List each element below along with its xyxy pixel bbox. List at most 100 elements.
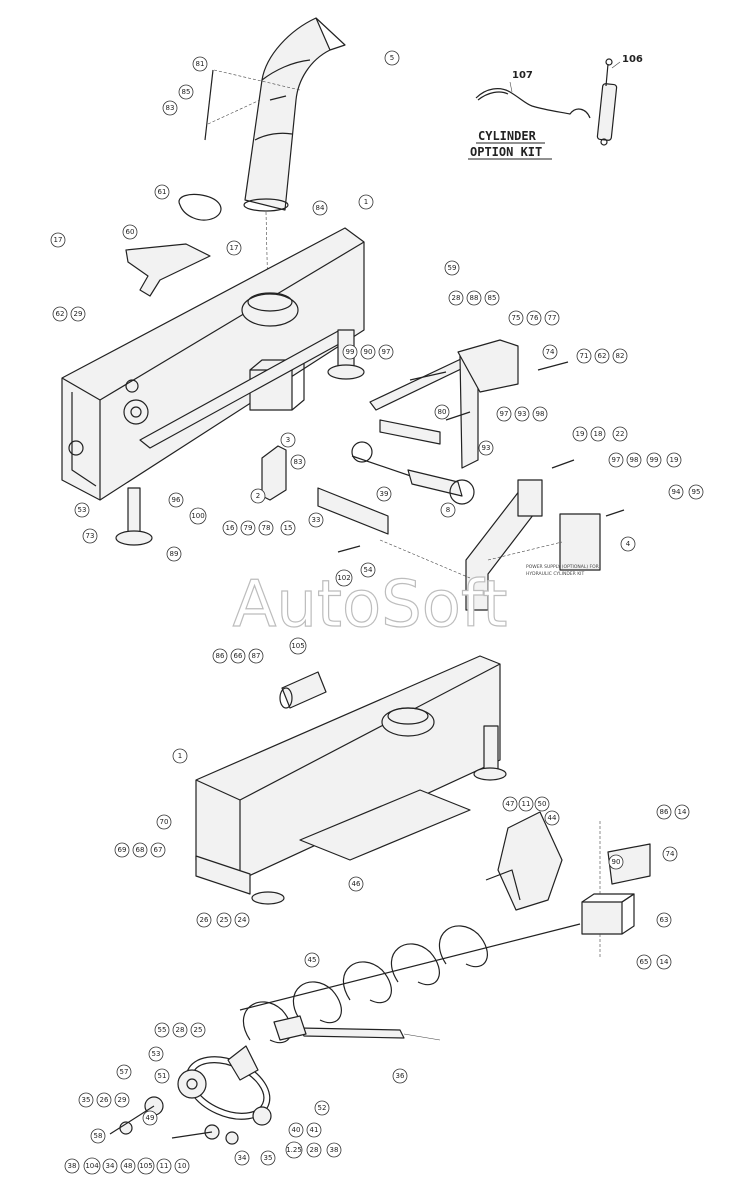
callout-label: 39 [380, 490, 389, 498]
callout-circle [440, 502, 456, 518]
callout-label: 86 [216, 652, 225, 660]
callout-29b: 29 [114, 1092, 130, 1108]
callout-circle [358, 194, 374, 210]
callout-16: 16 [222, 520, 238, 536]
callout-circle [508, 310, 524, 326]
callout-circle [662, 846, 678, 862]
callout-label: 41 [310, 1126, 319, 1134]
callout-label: 18 [594, 430, 603, 438]
callout-label: 66 [234, 652, 243, 660]
callout-label: 71 [580, 352, 589, 360]
callout-39: 39 [376, 486, 392, 502]
callout-label: 29 [74, 310, 83, 318]
callout-circle [74, 502, 90, 518]
callout-circle [280, 520, 296, 536]
callout-label: 55 [158, 1026, 167, 1034]
callout-circle [314, 1100, 330, 1116]
callout-78: 78 [258, 520, 274, 536]
callout-label: 93 [518, 410, 527, 418]
bearing-flange [273, 1015, 307, 1041]
callout-74b: 74 [662, 846, 678, 862]
callout-label: 73 [86, 532, 95, 540]
lower-arm [317, 487, 389, 535]
callout-1a: 1 [358, 194, 374, 210]
callout-61: 61 [154, 184, 170, 200]
callout-label: 17 [230, 244, 239, 252]
callout-label: 54 [364, 566, 373, 574]
callout-circle [142, 1110, 158, 1126]
callout-label: 4 [626, 540, 631, 548]
callout-circle [114, 842, 130, 858]
lower-jack [483, 725, 499, 773]
callout-label: 49 [146, 1114, 155, 1122]
callout-label: 60 [126, 228, 135, 236]
u-joint-lower [449, 479, 475, 505]
lower-auger-assembly [109, 655, 651, 1145]
callout-3: 3 [280, 432, 296, 448]
callout-label: 87 [252, 652, 261, 660]
callout-65: 65 [636, 954, 652, 970]
callout-circle [434, 404, 450, 420]
callout-62b: 62 [594, 348, 610, 364]
callout-label: 57 [120, 1068, 129, 1076]
callout-38a: 38 [64, 1158, 80, 1174]
callout-label: 94 [672, 488, 681, 496]
callout-circle [526, 310, 542, 326]
callout-label: 26 [100, 1096, 109, 1104]
callout-105b: 105 [137, 1157, 155, 1175]
callout-label: 46 [352, 880, 361, 888]
callout-83a: 83 [162, 100, 178, 116]
callout-circle [212, 648, 228, 664]
callout-circle [288, 1122, 304, 1138]
callout-14a: 14 [674, 804, 690, 820]
callout-circle [384, 50, 400, 66]
callout-74a: 74 [542, 344, 558, 360]
callout-circle [168, 492, 184, 508]
callout-circle [514, 406, 530, 422]
callout-97a: 97 [378, 344, 394, 360]
callout-38b: 38 [326, 1142, 342, 1158]
callout-label: 81 [196, 60, 205, 68]
callout-circle [174, 1158, 190, 1174]
belt-tensioner [227, 1045, 259, 1081]
callout-circle [626, 452, 642, 468]
callout-circle [150, 842, 166, 858]
auger-gearbox [581, 901, 623, 935]
callout-circle [636, 954, 652, 970]
callout-label: 25 [194, 1026, 203, 1034]
callout-circle [594, 348, 610, 364]
callout-circle [50, 232, 66, 248]
gearbox-shield [607, 843, 651, 885]
callout-circle [304, 952, 320, 968]
callout-circle [248, 648, 264, 664]
callout-circle [78, 1092, 94, 1108]
callout-label: 96 [172, 496, 181, 504]
callout-10: 10 [174, 1158, 190, 1174]
callout-label: 104 [85, 1162, 99, 1170]
u-joint-upper [351, 441, 373, 463]
callout-28a: 28 [448, 290, 464, 306]
auger-flight-4 [391, 943, 440, 986]
callout-circle [120, 1158, 136, 1174]
callout-125: 1.25 [285, 1141, 303, 1159]
callout-circle [656, 804, 672, 820]
callout-label: 24 [238, 916, 247, 924]
callout-circle [544, 310, 560, 326]
callout-circle [156, 1158, 172, 1174]
callout-label: 68 [136, 846, 145, 854]
callout-label: 47 [506, 800, 515, 808]
drive-hub [123, 399, 149, 425]
callout-label: 61 [158, 188, 167, 196]
skid-shoe [261, 445, 287, 501]
hydraulic-hose [475, 88, 591, 119]
callout-circle [478, 440, 494, 456]
power-supply-note-2: HYDRAULIC CYLINDER KIT [526, 571, 584, 577]
callout-circle [335, 569, 353, 587]
callout-49: 49 [142, 1110, 158, 1126]
pto-shield [457, 339, 519, 393]
callout-label: 14 [678, 808, 687, 816]
callout-102: 102 [335, 569, 353, 587]
watermark: AutoSoft [233, 568, 508, 642]
callout-69: 69 [114, 842, 130, 858]
callout-circle [156, 814, 172, 830]
